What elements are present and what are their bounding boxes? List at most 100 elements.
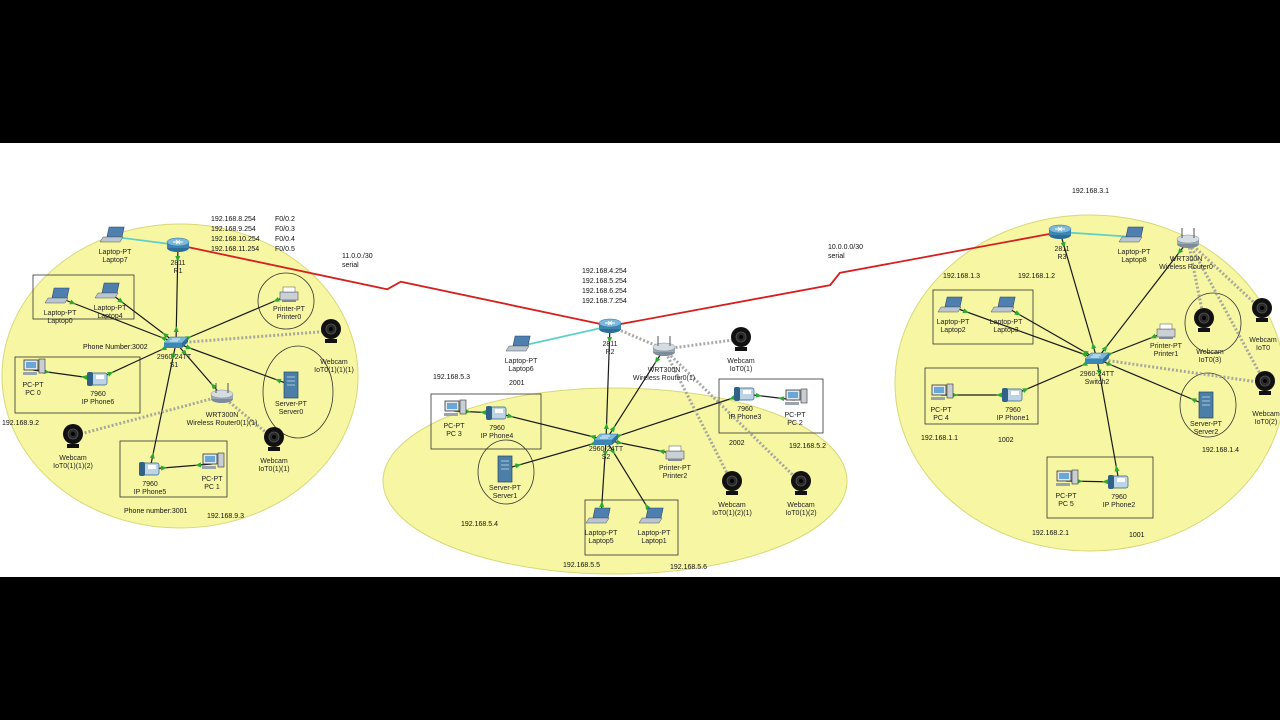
link-server2-switch2 <box>1096 358 1207 406</box>
device-model-label: Server-PT <box>1190 421 1223 428</box>
laptop-icon <box>638 507 664 524</box>
device-name-label: PC 4 <box>933 415 949 422</box>
link-status-indicator <box>162 332 169 339</box>
nodes-layer: 2811R1Laptop-PTLaptop7Laptop-PTLaptop0La… <box>23 224 1280 545</box>
device-name-label: Printer1 <box>1154 351 1179 358</box>
link-laptop8-r3 <box>1059 231 1135 238</box>
webcam-icon <box>791 471 811 495</box>
device-name-label: R1 <box>174 268 183 275</box>
link-status-indicator <box>1014 310 1021 316</box>
annotation-ip-192-168-5-3: 192.168.5.3 <box>433 374 470 381</box>
laptop-icon <box>505 335 531 352</box>
device-model-label: 7960 <box>737 406 753 413</box>
left-router-iface-4: F0/0.5 <box>275 246 295 253</box>
device-name-label: IP Phone1 <box>997 415 1030 422</box>
group-box-pc4-phone1 <box>924 367 1039 425</box>
router-icon <box>598 318 622 333</box>
device-name-label: IoT0(1)(1)(1) <box>314 367 354 374</box>
link-status-indicator <box>1101 345 1108 352</box>
links-layer <box>32 231 1267 519</box>
middle-router-ip-1: 192.168.4.254 <box>582 268 627 275</box>
link-status-indicator <box>599 501 605 508</box>
group-circle-server2 <box>1179 372 1237 438</box>
left-router-ip-2: 192.168.9.254 <box>211 226 256 233</box>
link-status-indicator <box>185 344 192 350</box>
group-box-phone5-pc1 <box>119 440 228 498</box>
link-status-indicator <box>210 383 217 390</box>
group-box-laptops-right <box>932 289 1034 345</box>
annotation-phone-number-3001: Phone number:3001 <box>124 508 188 515</box>
link-status-indicator <box>160 336 167 342</box>
webcam-icon <box>722 471 742 495</box>
device-model-label: Laptop-PT <box>990 319 1023 326</box>
link-status-indicator <box>728 395 736 400</box>
annotation-num-2002: 2002 <box>729 440 745 447</box>
laptop-icon <box>937 296 963 313</box>
wrouter-icon <box>210 383 234 403</box>
device-model-label: Webcam <box>260 458 288 465</box>
device-name-label: IoT0(3) <box>1199 357 1222 364</box>
annotation-ip-192-168-1-2: 192.168.1.2 <box>1018 273 1055 280</box>
device-model-label: Webcam <box>718 502 746 509</box>
link-status-indicator <box>275 378 282 384</box>
serial-link-right-type: serial <box>828 253 845 260</box>
device-name-label: Laptop3 <box>993 327 1018 334</box>
left-router-iface-1: F0/0.2 <box>275 216 295 223</box>
device-name-label: Printer0 <box>277 314 302 321</box>
link-status-indicator <box>1150 333 1157 339</box>
annotation-ip-192-168-1-3: 192.168.1.3 <box>943 273 980 280</box>
link-status-indicator <box>1082 350 1089 356</box>
group-box-pc5-phone2 <box>1046 456 1154 519</box>
device-model-label: Webcam <box>727 358 755 365</box>
phone-icon <box>734 387 755 401</box>
device-model-label: Laptop-PT <box>1118 249 1151 256</box>
device-name-label: IoT0(1)(1)(2) <box>53 463 93 470</box>
link-status-indicator <box>514 463 522 469</box>
